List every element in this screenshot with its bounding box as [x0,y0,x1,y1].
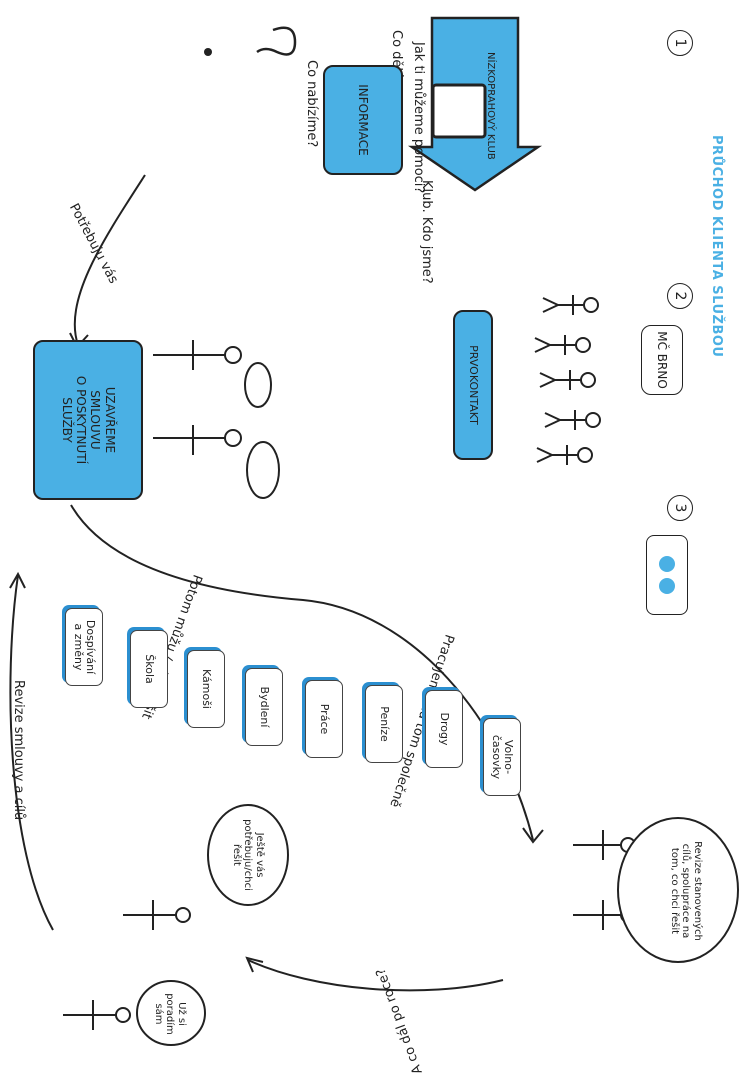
info-box: INFORMACE [323,65,403,175]
mc-brno-box: MČ BRNO [641,325,683,395]
house-label: NÍZKOPRAHOVÝ KLUB [485,52,496,160]
contract-line-1: UZAVŘEME [102,386,117,454]
contract-line-3: O POSKYTNUTÍ [74,375,88,465]
still-need-bubble-shape [207,804,289,906]
arrow-next-year [247,959,504,992]
review-bubble-text: Revize stanovených cílů, spolupráce na t… [669,841,703,941]
house-window [431,83,487,139]
topic-item: Volno- časovky [483,718,521,796]
web-icon [659,578,675,594]
social-icons-box [646,535,688,615]
topic-item: Kámoši [187,650,225,728]
social-icons-label: facebook-icon, web-icon [647,540,648,553]
topic-item: Škola [130,630,168,708]
still-need-text: Ještě vás potřebuju/chci řešit [231,819,265,891]
contract-line-4: SLUŽBY [59,397,74,443]
info-question-who: Klub. Kdo jsme? [419,180,434,284]
arrow-info-to-contract [73,174,146,346]
contract-box: UZAVŘEME SMLOUVU O POSKYTNUTÍ SLUŽBY [33,340,143,500]
topic-item: Práce [305,680,343,758]
question-icons-label: ? ? [242,60,243,62]
info-question-offer: Co nabízíme? [304,60,319,148]
contract-line-2: SMLOUVU [88,390,103,450]
i-can-text: Už si poradím sám [153,993,187,1035]
question-icon [256,26,297,56]
topic-item: Peníze [365,685,403,763]
review-bubble-shape [617,817,739,963]
contract-review-label: Revize smlouvy a cílů [11,680,26,821]
i-can-bubble-shape [136,980,206,1046]
arrow-contract-review [9,574,54,931]
people-icon-group [534,295,601,465]
topic-item: Dospívání a změny [65,608,103,686]
prvokontakt-box: PRVOKONTAKT [453,310,493,460]
page-title: PRŮCHOD KLIENTA SLUŽBOU [709,135,724,358]
step-3-badge: 3 [667,495,693,521]
diagram-canvas: PRŮCHOD KLIENTA SLUŽBOU 1 2 3 NÍZKOPRAHO… [9,16,739,1076]
topic-item: Bydlení [245,668,283,746]
info-question-help: Jak ti můžeme pomoci? [411,42,426,194]
topic-item: Drogy [425,690,463,768]
people-icon-contract [153,340,280,499]
facebook-icon [659,556,675,572]
step-1-badge: 1 [667,30,693,56]
diagram-rotated-frame: PRŮCHOD KLIENTA SLUŽBOU 1 2 3 NÍZKOPRAHO… [9,16,739,1076]
step-2-badge: 2 [667,283,693,309]
